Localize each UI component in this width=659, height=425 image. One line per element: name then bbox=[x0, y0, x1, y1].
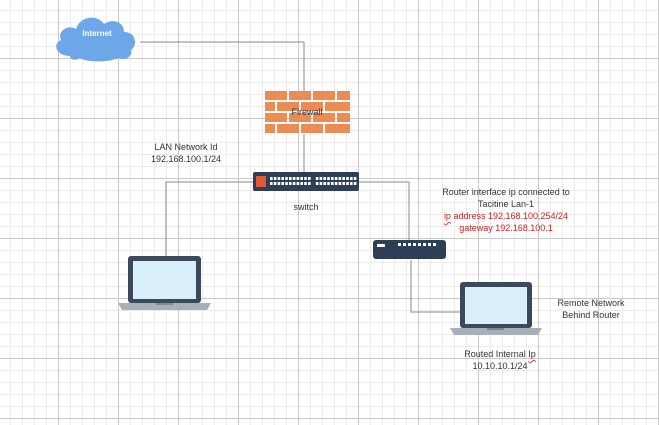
switch-port bbox=[334, 182, 338, 185]
lan-network-annotation: LAN Network Id 192.168.100.1/24 bbox=[140, 141, 232, 165]
connector-switch-router bbox=[358, 181, 410, 241]
switch-port bbox=[281, 177, 284, 180]
switch-port bbox=[331, 177, 334, 180]
switch-port bbox=[308, 182, 311, 185]
switch-port bbox=[300, 177, 303, 180]
switch-port bbox=[300, 182, 303, 185]
laptop-icon bbox=[118, 256, 211, 310]
router-interface-title: Router interface ip connected to bbox=[442, 187, 570, 197]
switch-port bbox=[296, 182, 300, 185]
connector-lines bbox=[140, 41, 462, 313]
router-port bbox=[428, 243, 431, 246]
switch-port bbox=[350, 182, 353, 185]
switch-port bbox=[304, 177, 307, 180]
switch-port bbox=[308, 177, 311, 180]
switch-port bbox=[285, 182, 288, 185]
switch-port bbox=[350, 177, 353, 180]
router-icon bbox=[373, 240, 446, 259]
firewall-node[interactable]: Firewall bbox=[265, 91, 350, 133]
switch-port bbox=[327, 177, 330, 180]
switch-port bbox=[270, 182, 273, 185]
switch-node[interactable]: switch bbox=[253, 172, 359, 212]
switch-port bbox=[289, 177, 292, 180]
switch-port bbox=[334, 177, 338, 180]
router-port bbox=[413, 243, 416, 246]
switch-port bbox=[296, 177, 300, 180]
remote-network-annotation: Remote Network Behind Router bbox=[548, 297, 634, 321]
network-switch-icon bbox=[253, 172, 359, 191]
switch-port bbox=[277, 182, 281, 185]
laptop-icon bbox=[450, 282, 542, 335]
router-ports bbox=[398, 243, 436, 246]
connector-switch-lan-laptop bbox=[165, 181, 254, 258]
routed-internal-ip-word: Ip bbox=[528, 349, 536, 359]
switch-port bbox=[292, 177, 296, 180]
switch-port bbox=[353, 177, 357, 180]
brick-wall-icon bbox=[265, 91, 350, 133]
switch-port bbox=[353, 182, 357, 185]
router-node[interactable] bbox=[373, 240, 446, 259]
router-interface-lan: Tacitine Lan-1 bbox=[477, 199, 535, 209]
router-port bbox=[433, 243, 436, 246]
switch-port bbox=[338, 182, 342, 185]
internet-node[interactable]: Internet bbox=[56, 17, 136, 62]
router-interface-address-value: address 192.168.100.254/24 bbox=[450, 211, 569, 221]
routed-internal-title: Routed Internal Ip bbox=[452, 348, 548, 360]
routed-internal-annotation: Routed Internal Ip 10.10.10.1/24 bbox=[452, 348, 548, 372]
lan-network-cidr: 192.168.100.1/24 bbox=[150, 154, 222, 164]
router-interface-gateway: gateway 192.168.100.1 bbox=[459, 223, 553, 233]
switch-port bbox=[346, 177, 349, 180]
internet-label: Internet bbox=[82, 29, 112, 38]
router-interface-annotation: Router interface ip connected to Tacitin… bbox=[430, 186, 582, 234]
switch-port bbox=[277, 177, 281, 180]
switch-port bbox=[346, 182, 349, 185]
router-port bbox=[423, 243, 426, 246]
switch-port bbox=[323, 182, 326, 185]
cloud-icon bbox=[56, 17, 136, 62]
connector-internet-firewall bbox=[140, 41, 305, 92]
switch-port bbox=[285, 177, 288, 180]
router-interface-ip-word: ip bbox=[443, 211, 451, 221]
routed-internal-text: Routed Internal bbox=[464, 349, 529, 359]
switch-port bbox=[338, 177, 342, 180]
switch-port bbox=[315, 177, 319, 180]
router-port bbox=[398, 243, 401, 246]
switch-port bbox=[319, 182, 323, 185]
router-port bbox=[403, 243, 406, 246]
switch-port bbox=[273, 182, 277, 185]
lan-laptop-node[interactable] bbox=[118, 256, 211, 310]
switch-port bbox=[273, 177, 277, 180]
switch-port bbox=[327, 182, 330, 185]
switch-port bbox=[342, 182, 345, 185]
routed-internal-cidr: 10.10.10.1/24 bbox=[472, 361, 528, 371]
router-port bbox=[408, 243, 411, 246]
switch-port bbox=[342, 177, 345, 180]
connector-router-remote-laptop bbox=[410, 260, 462, 313]
switch-port bbox=[292, 182, 296, 185]
lan-network-title: LAN Network Id bbox=[154, 142, 218, 152]
router-interface-address: ip address 192.168.100.254/24 bbox=[430, 210, 582, 222]
remote-laptop-node[interactable] bbox=[450, 282, 542, 335]
firewall-label: Firewall bbox=[291, 107, 322, 117]
remote-network-subtitle: Behind Router bbox=[562, 310, 620, 320]
switch-port bbox=[281, 182, 284, 185]
remote-network-title: Remote Network bbox=[557, 298, 625, 308]
switch-port bbox=[315, 182, 319, 185]
switch-ports bbox=[270, 177, 357, 185]
switch-port bbox=[270, 177, 273, 180]
router-port bbox=[418, 243, 421, 246]
switch-port bbox=[319, 177, 323, 180]
switch-label: switch bbox=[293, 202, 318, 212]
switch-port bbox=[331, 182, 334, 185]
switch-port bbox=[289, 182, 292, 185]
switch-port bbox=[304, 182, 307, 185]
switch-port bbox=[323, 177, 326, 180]
